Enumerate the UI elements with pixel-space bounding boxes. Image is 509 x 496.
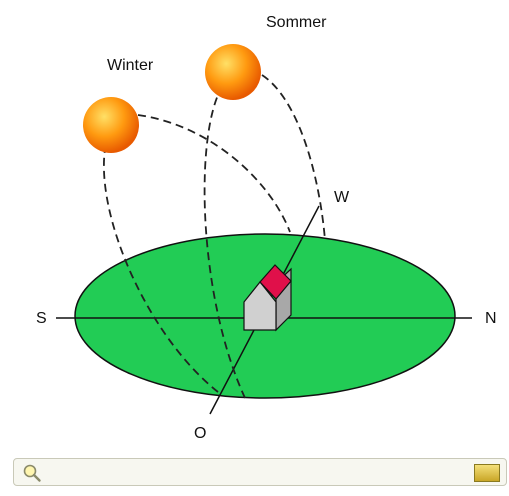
summer-sun-path-descent [261, 74, 326, 241]
summer-label: Sommer [266, 14, 327, 31]
winter-sun-path [103, 129, 219, 393]
house-roof [259, 264, 292, 300]
winter-label: Winter [107, 57, 154, 74]
south-label: S [36, 310, 47, 327]
north-label: N [485, 310, 497, 327]
viewer-toolbar [13, 458, 507, 486]
summer-sun [205, 44, 261, 100]
winter-sun [83, 97, 139, 153]
winter-sun-path-descent [137, 114, 291, 233]
magnifier-icon[interactable] [22, 463, 42, 483]
logo-icon[interactable] [474, 464, 500, 482]
east-label: O [194, 425, 207, 442]
summer-sun-path [203, 94, 246, 399]
house-icon [243, 264, 292, 332]
west-label: W [334, 189, 350, 206]
